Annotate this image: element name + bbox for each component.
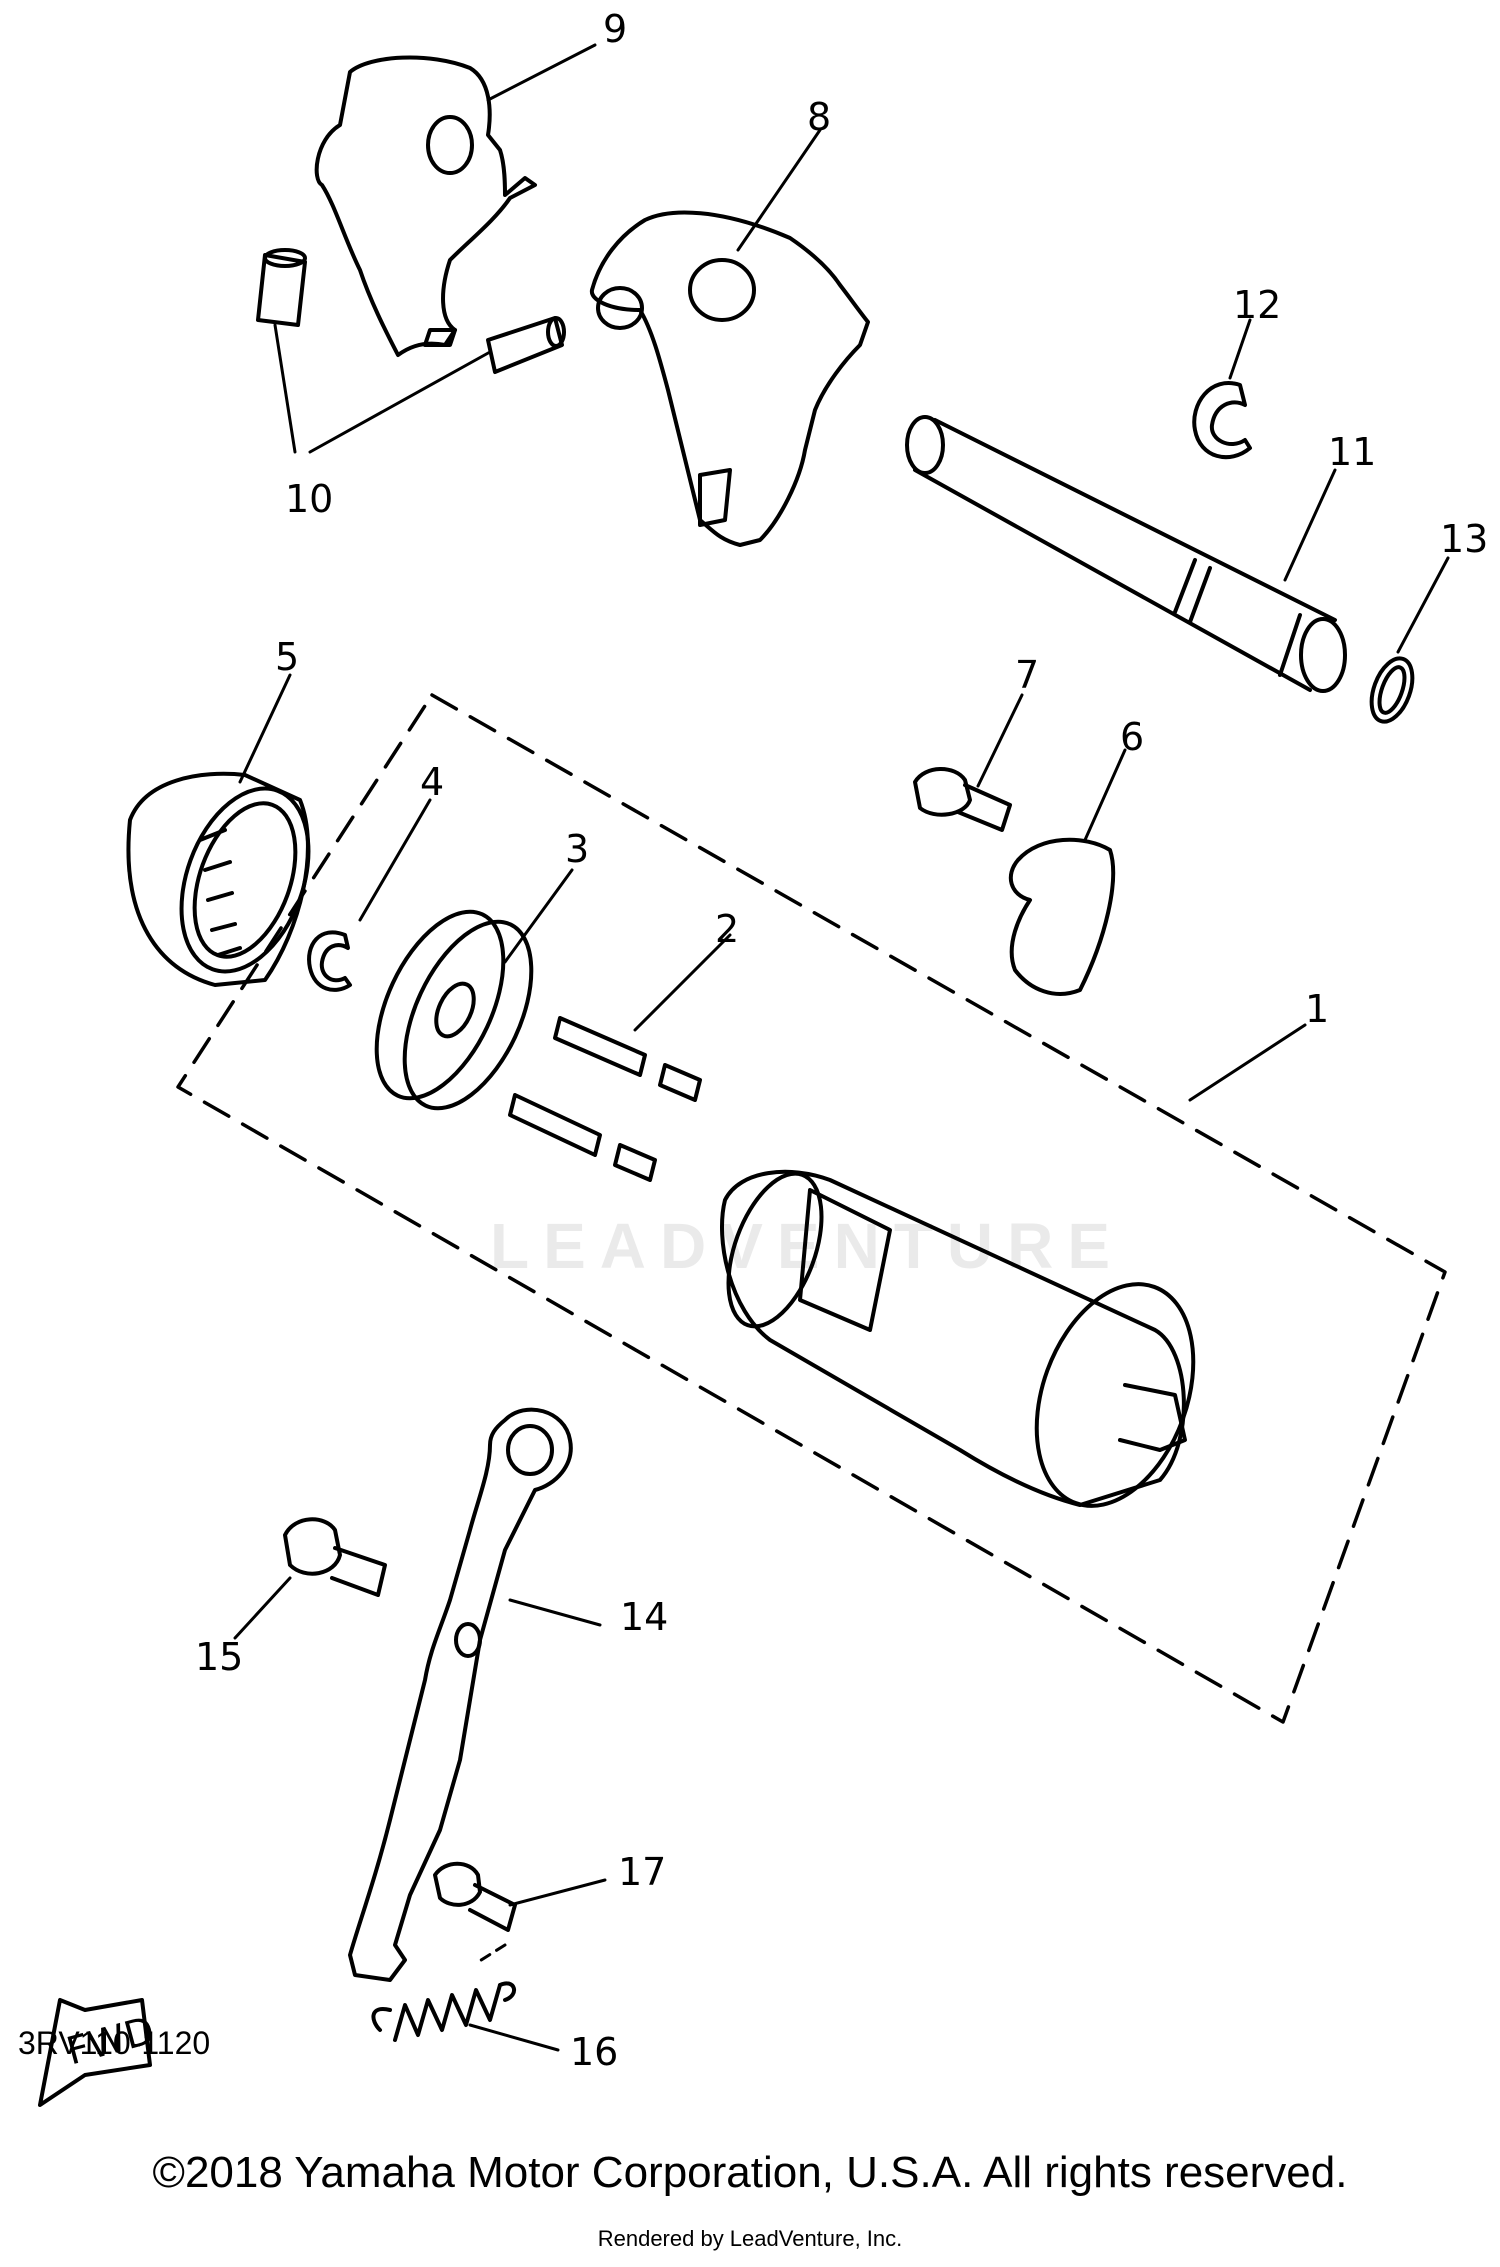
shift-lever-14[interactable] — [348, 1407, 573, 1982]
callout-15: 15 — [195, 1635, 243, 1679]
o-ring-13[interactable] — [1364, 653, 1420, 727]
callout-2: 2 — [715, 907, 739, 951]
shift-fork-8[interactable] — [589, 210, 870, 547]
spring-16[interactable] — [371, 1981, 516, 2042]
callout-8: 8 — [807, 95, 831, 139]
dowel-pin-10b[interactable] — [486, 316, 566, 374]
bolt-15[interactable] — [283, 1517, 387, 1597]
shift-fork-9[interactable] — [314, 55, 537, 357]
rendered-by: Rendered by LeadVenture, Inc. — [597, 2226, 903, 2251]
watermark: LEADVENTURE — [490, 1210, 1124, 1282]
shift-drum[interactable] — [710, 1161, 1222, 1528]
pins-2[interactable] — [508, 1016, 702, 1182]
callout-12: 12 — [1233, 283, 1281, 327]
callout-1: 1 — [1305, 987, 1329, 1031]
dowel-pin-10a[interactable] — [256, 248, 307, 327]
callout-14: 14 — [620, 1595, 668, 1639]
callout-9: 9 — [603, 7, 627, 51]
leader-lines — [233, 43, 1450, 2052]
callout-3: 3 — [565, 827, 589, 871]
callout-7: 7 — [1015, 653, 1039, 697]
circlip-12[interactable] — [1192, 381, 1252, 460]
clip-4[interactable] — [307, 930, 352, 992]
bolt-7[interactable] — [913, 767, 1012, 832]
shift-shaft-11[interactable] — [905, 415, 1347, 693]
assembly-outline — [176, 693, 1447, 1724]
callout-11: 11 — [1328, 430, 1376, 474]
callout-17: 17 — [618, 1850, 666, 1894]
callout-6: 6 — [1120, 715, 1144, 759]
callout-13: 13 — [1440, 517, 1488, 561]
callout-labels: 9 8 12 11 13 10 7 5 6 4 3 2 1 14 15 17 1… — [195, 7, 1488, 2074]
callout-10: 10 — [285, 477, 333, 521]
bolt-17[interactable] — [433, 1861, 517, 1932]
callout-5: 5 — [275, 635, 299, 679]
callout-4: 4 — [420, 760, 444, 804]
washer-3[interactable] — [351, 892, 558, 1127]
copyright-notice: ©2018 Yamaha Motor Corporation, U.S.A. A… — [152, 2148, 1348, 2197]
needle-bearing-5[interactable] — [126, 771, 332, 989]
diagram-code: 3RV110-1120 — [18, 2025, 211, 2061]
plate-6[interactable] — [1008, 837, 1116, 996]
callout-16: 16 — [570, 2030, 618, 2074]
